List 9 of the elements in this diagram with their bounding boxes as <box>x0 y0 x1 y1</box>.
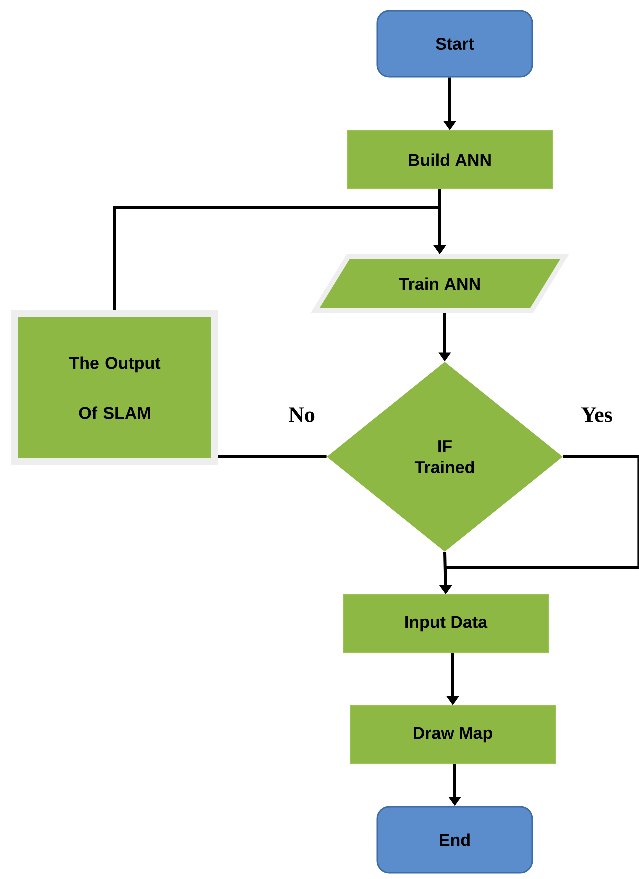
start-terminator: Start <box>376 10 534 78</box>
process-box: The Output Of SLAM <box>12 310 218 466</box>
process-box: Draw Map <box>350 706 556 764</box>
process-box: Build ANN <box>347 130 553 190</box>
arrow <box>114 206 446 310</box>
process-box: Input Data <box>343 594 549 654</box>
edge-label: No <box>286 406 318 424</box>
edge-label: Yes <box>579 406 615 424</box>
end-terminator: End <box>376 806 534 874</box>
